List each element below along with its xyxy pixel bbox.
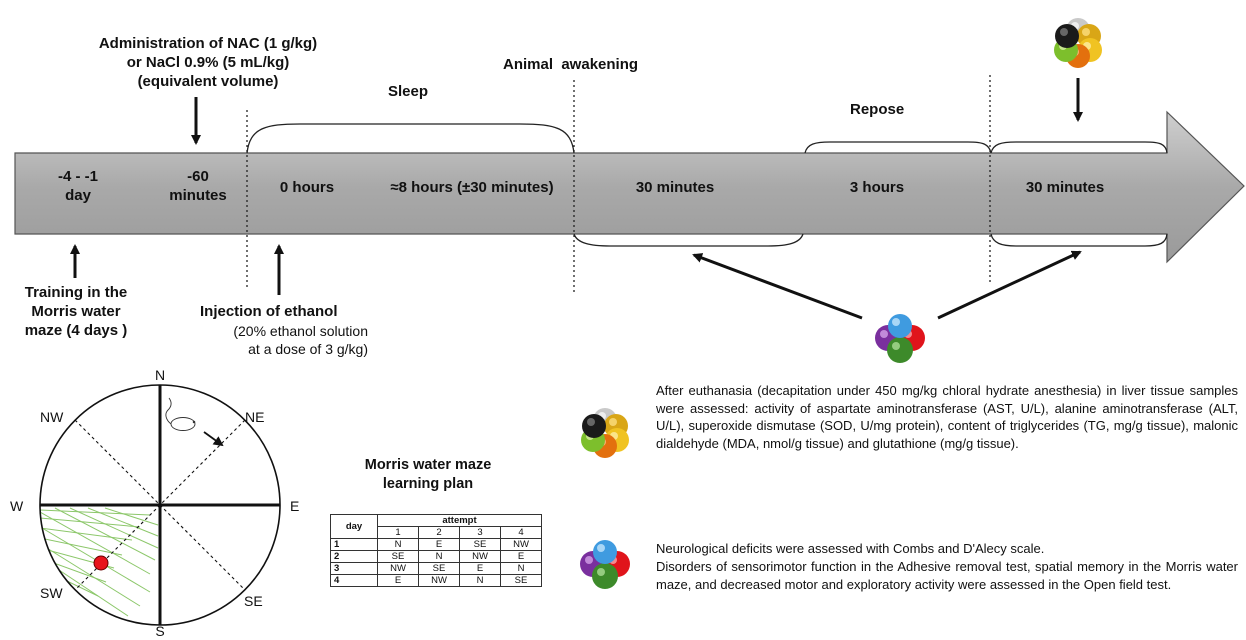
timeline-arrow [14,110,1245,264]
maze-label-se: SE [244,593,263,609]
segment-30-minutes-second: 30 minutes [1025,179,1105,196]
biochem-icon-legend [581,408,629,458]
training-label: Training in the Morris water maze (4 day… [24,284,128,339]
segment-days: -4 - -1 day [57,168,98,204]
maze-label-n: N [154,367,166,383]
table-row: 3 NW SE E N [330,562,542,575]
plan-cell: SE [500,574,542,587]
plan-cell: E [500,550,542,563]
injection-title: Injection of ethanol [200,303,338,320]
biochem-description: After euthanasia (decapitation under 450… [656,383,1238,451]
plan-cell: NW [459,550,501,563]
plan-cell: SE [459,538,501,551]
plan-title: Morris water maze learning plan [364,457,492,492]
plan-cell: NW [500,538,542,551]
learning-plan-table: day attempt 1 2 3 4 1 N E SE NW 2 SE N N… [330,514,542,587]
neuro-description-1: Neurological deficits were assessed with… [656,541,1045,556]
plan-cell: SE [377,550,419,563]
plan-cell: N [500,562,542,575]
plan-attempt-row: 1 2 3 4 [331,526,542,539]
plan-day: 4 [330,574,378,587]
maze-platform [93,555,109,571]
injection-detail: (20% ethanol solution at a dose of 3 g/k… [233,323,368,357]
maze-label-ne: NE [245,409,265,425]
plan-day: 3 [330,562,378,575]
final-bracket-top [990,141,1168,154]
plan-day: 2 [330,550,378,563]
rat-icon [165,397,196,431]
plan-cell: E [377,574,419,587]
maze-label-nw: NW [40,409,64,425]
maze-label-sw: SW [40,585,63,601]
segment-minus-60: -60 minutes [169,168,227,204]
table-row: 2 SE N NW E [330,550,542,563]
plan-cell: E [418,538,460,551]
arrow-neuro-left [692,253,863,320]
table-row: 4 E NW N SE [330,574,542,587]
sleep-bracket [246,123,575,154]
plan-attempt-4: 4 [500,526,542,539]
arrow-neuro-right [937,250,1082,320]
maze-diagram [39,384,281,626]
segment-30-minutes-first: 30 minutes [635,179,715,196]
segment-3-hours: 3 hours [849,179,905,196]
final-bracket-bottom [990,233,1168,247]
maze-label-s: S [155,623,165,639]
plan-cell: NW [418,574,460,587]
plan-header-attempt: attempt [377,514,542,527]
repose-label: Repose [850,101,905,118]
repose-bracket [804,141,992,154]
maze-label-e: E [290,498,300,514]
plan-attempt-3: 3 [459,526,501,539]
awakening-bracket-bottom [573,233,804,247]
plan-attempt-1: 1 [377,526,419,539]
administration-label: Administration of NAC (1 g/kg) or NaCl 0… [98,35,318,90]
rat-direction-arrow [203,431,224,447]
sleep-label: Sleep [388,83,429,100]
neuro-description-2: Disorders of sensorimotor function in th… [656,559,1238,592]
plan-cell: SE [418,562,460,575]
plan-day: 1 [330,538,378,551]
plan-cell: NW [377,562,419,575]
plan-cell: E [459,562,501,575]
neuro-icon-center [875,314,925,363]
plan-attempt-2: 2 [418,526,460,539]
segment-0-hours: 0 hours [279,179,335,196]
segment-8-hours: ≈8 hours (±30 minutes) [390,179,554,196]
table-row: 1 N E SE NW [330,538,542,551]
plan-cell: N [377,538,419,551]
neuro-icon-legend [580,540,630,589]
plan-header-day: day [330,514,378,539]
awakening-label: Animal awakening [503,56,639,73]
plan-cell: N [459,574,501,587]
biochem-icon-top [1054,18,1102,68]
maze-label-w: W [10,498,24,514]
plan-cell: N [418,550,460,563]
